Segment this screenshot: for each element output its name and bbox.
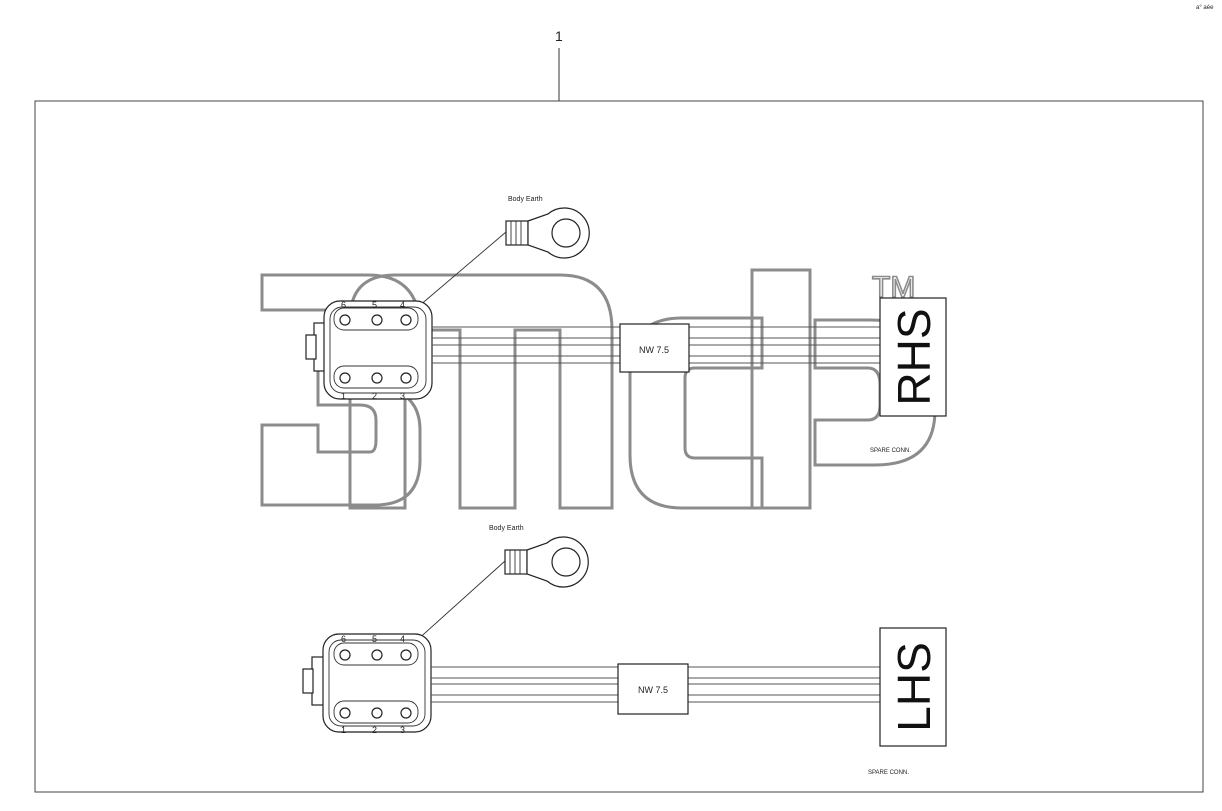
connector-icon [305,300,433,400]
sleeve [619,323,690,373]
pin-label: 2 [372,391,377,401]
corner-mark: a° aée [1196,5,1214,11]
end-tag [879,297,947,417]
sleeve [617,663,689,715]
pin-label: 1 [341,391,346,401]
end-tag-label: RHS [888,308,940,405]
pin-label: 4 [400,300,405,310]
ground-label: Body Earth [489,525,524,532]
spare-connector-label: SPARE CONN. [868,770,909,776]
harness-lhs: Body Earth 6 5 4 1 2 3 [302,525,947,776]
assembly-frame [34,100,1204,793]
ring-terminal-icon [505,207,590,259]
ground-label: Body Earth [508,196,543,203]
end-tag-label: LHS [888,642,940,731]
pin-label: 6 [341,300,346,310]
pin-label: 6 [341,634,346,644]
end-tag [879,627,947,747]
spare-connector-label: SPARE CONN. [870,448,911,454]
pin-label: 3 [400,391,405,401]
callout-number: 1 [555,28,563,44]
connector-icon [302,633,432,733]
harness-rhs: Body Earth 6 5 4 1 2 3 [305,196,947,454]
sleeve-label: NW 7.5 [639,345,669,355]
pin-label: 5 [372,300,377,310]
pin-label: 2 [372,725,377,735]
pin-label: 1 [341,725,346,735]
ring-terminal-icon [504,536,589,588]
pin-label: 3 [400,725,405,735]
pin-label: 5 [372,634,377,644]
pin-label: 4 [400,634,405,644]
sleeve-label: NW 7.5 [638,685,668,695]
